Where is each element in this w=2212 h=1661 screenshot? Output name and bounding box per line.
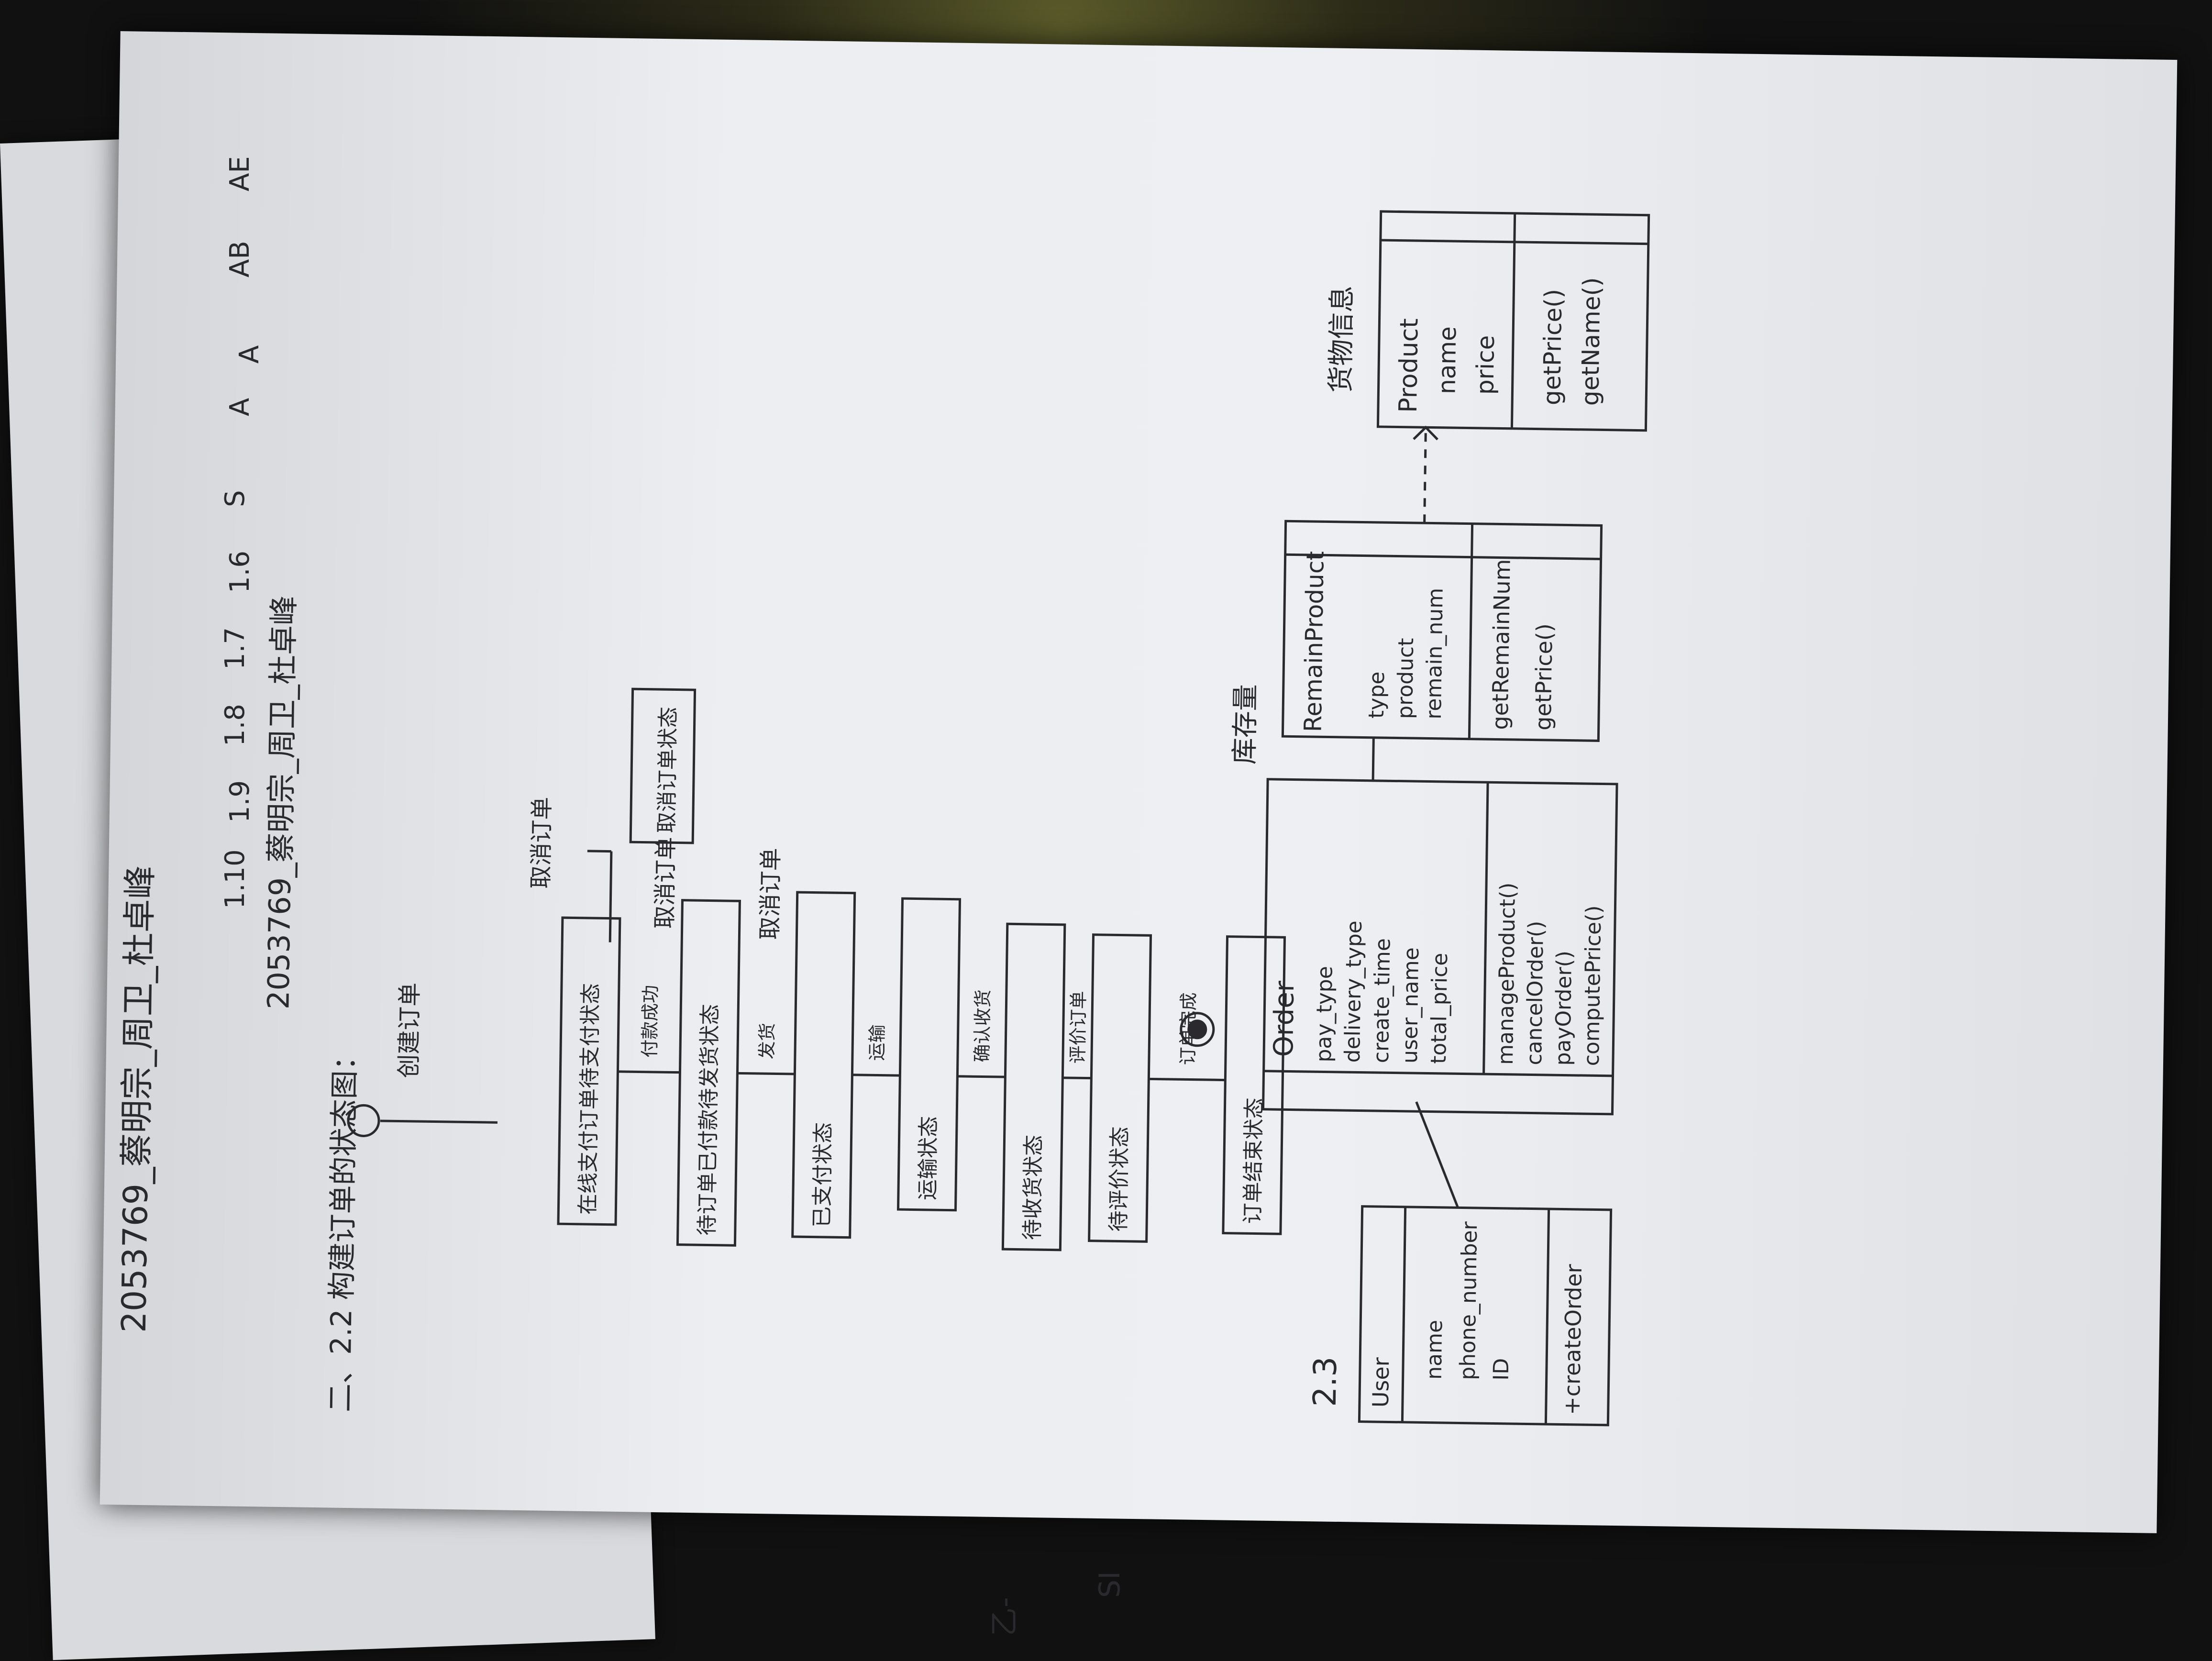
- header-line-2: 2053769_蔡明宗_周卫_杜卓峰: [261, 595, 301, 1009]
- state-label: 运输状态: [916, 1116, 941, 1201]
- header-line-1: 2053769_蔡明宗_周卫_杜卓峰: [114, 865, 160, 1333]
- state-box: [791, 891, 856, 1239]
- start-arrow: [380, 1119, 498, 1124]
- state-label: 待收货状态: [1020, 1135, 1046, 1240]
- state-label: 在线支付订单待支付状态: [575, 983, 603, 1215]
- class-order-attribute: create_time: [1369, 938, 1395, 1063]
- paper-sheet: 2053769_蔡明宗_周卫_杜卓峰 2053769_蔡明宗_周卫_杜卓峰 二、…: [100, 31, 2178, 1533]
- class-user-attribute: ID: [1489, 1358, 1514, 1381]
- class-product-attribute: price: [1471, 335, 1500, 395]
- margin-number: 1.7: [220, 627, 251, 670]
- class-order-name: Order: [1268, 980, 1300, 1057]
- margin-number: 1.6: [224, 551, 255, 593]
- state-label: 待评价状态: [1106, 1126, 1132, 1232]
- margin-number: AE: [224, 156, 255, 191]
- transition-label: 发货: [756, 1023, 778, 1060]
- remain-annotation: 库存量: [1229, 684, 1261, 765]
- transition-arrow: [737, 1072, 795, 1075]
- class-product-name: Product: [1394, 318, 1424, 413]
- transition-arrow: [957, 1075, 1006, 1078]
- user-order-association: [1415, 1101, 1459, 1208]
- class-order-method: cancelOrder(): [1522, 920, 1548, 1065]
- class-user-name: User: [1368, 1357, 1394, 1408]
- class-product-method: getPrice(): [1538, 289, 1567, 406]
- class-user-attribute: name: [1422, 1320, 1448, 1380]
- state-box: [1222, 935, 1286, 1235]
- final-state-node-inner: [1187, 1019, 1207, 1040]
- margin-number: 1.10: [220, 849, 251, 909]
- state-diagram: 创建订单 在线支付订单待支付状态 待订单已付款待发货状态已支付状态 运输状态 待收货状…: [347, 687, 1286, 1251]
- margin-number: A: [224, 398, 255, 416]
- final-state-node: [1180, 1012, 1215, 1047]
- transition-label: 付款成功: [639, 985, 661, 1058]
- cancel-label-3: 取消订单: [756, 848, 785, 940]
- state-label: 待订单已付款待发货状态: [695, 1004, 723, 1236]
- state-box: [896, 897, 962, 1212]
- transition-label: 确认收货: [972, 989, 994, 1063]
- class-remain-attribute: type: [1364, 671, 1389, 719]
- product-annotation: 货物信息: [1325, 285, 1358, 393]
- class-order-method: computePrice(): [1580, 905, 1606, 1066]
- class-order-method: payOrder(): [1551, 951, 1577, 1066]
- class-order-method: manageProduct(): [1493, 882, 1520, 1065]
- question-label: 二、2.2 构建订单的状态图：: [323, 1041, 362, 1412]
- class-remain-name: RemainProduct: [1299, 551, 1329, 732]
- q23-label: 2.3: [1306, 1356, 1344, 1407]
- transition-arrow: [1149, 1077, 1226, 1082]
- start-label: 创建订单: [395, 982, 424, 1078]
- transition-label: 运输: [866, 1024, 888, 1061]
- handwritten-sheet: 2053769_蔡明宗_周卫_杜卓峰 2053769_蔡明宗_周卫_杜卓峰 二、…: [114, 210, 1650, 1427]
- margin-number: 1.8: [220, 704, 251, 746]
- transition-label: 评价订单: [1067, 991, 1089, 1064]
- cancel-state-label: 取消订单状态: [654, 707, 681, 833]
- transition-arrow: [618, 1070, 680, 1074]
- margin-number: 1.9: [224, 780, 255, 823]
- class-product-method: getName(): [1576, 277, 1606, 406]
- class-order-attribute: pay_type: [1312, 966, 1338, 1063]
- margin-number: AB: [224, 241, 255, 277]
- margin-number: S: [220, 490, 251, 507]
- state-box: [1088, 933, 1152, 1243]
- cancel-state-box: [629, 687, 697, 844]
- class-remain-attribute: remain_num: [1422, 588, 1448, 720]
- margin-mark-2: SI: [1093, 1571, 1127, 1598]
- class-user-attribute: phone_number: [1456, 1221, 1482, 1380]
- class-remain-method: getRemainNum: [1487, 559, 1515, 730]
- cancel-label-2: 取消订单: [652, 837, 680, 929]
- margin-number: A: [234, 345, 265, 364]
- class-user-method: +createOrder: [1559, 1264, 1587, 1415]
- class-order-attribute: user_name: [1398, 947, 1424, 1063]
- initial-state-node: [347, 1104, 380, 1137]
- class-product-attribute: name: [1433, 326, 1461, 395]
- class-remain-attribute: product: [1393, 638, 1418, 719]
- class-remain-method: getPrice(): [1530, 623, 1558, 731]
- state-label: 已支付状态: [810, 1122, 836, 1228]
- class-product: 货物信息 Product name price getPrice() getName…: [1325, 210, 1650, 432]
- margin-mark-1: 乙-: [988, 1597, 1021, 1636]
- state-box: [1001, 922, 1066, 1251]
- state-label: 订单结束状态: [1240, 1097, 1267, 1224]
- class-order-attribute: total_price: [1427, 952, 1452, 1064]
- class-order-attribute: delivery_type: [1340, 920, 1367, 1063]
- cancel-label-1: 取消订单: [528, 797, 556, 889]
